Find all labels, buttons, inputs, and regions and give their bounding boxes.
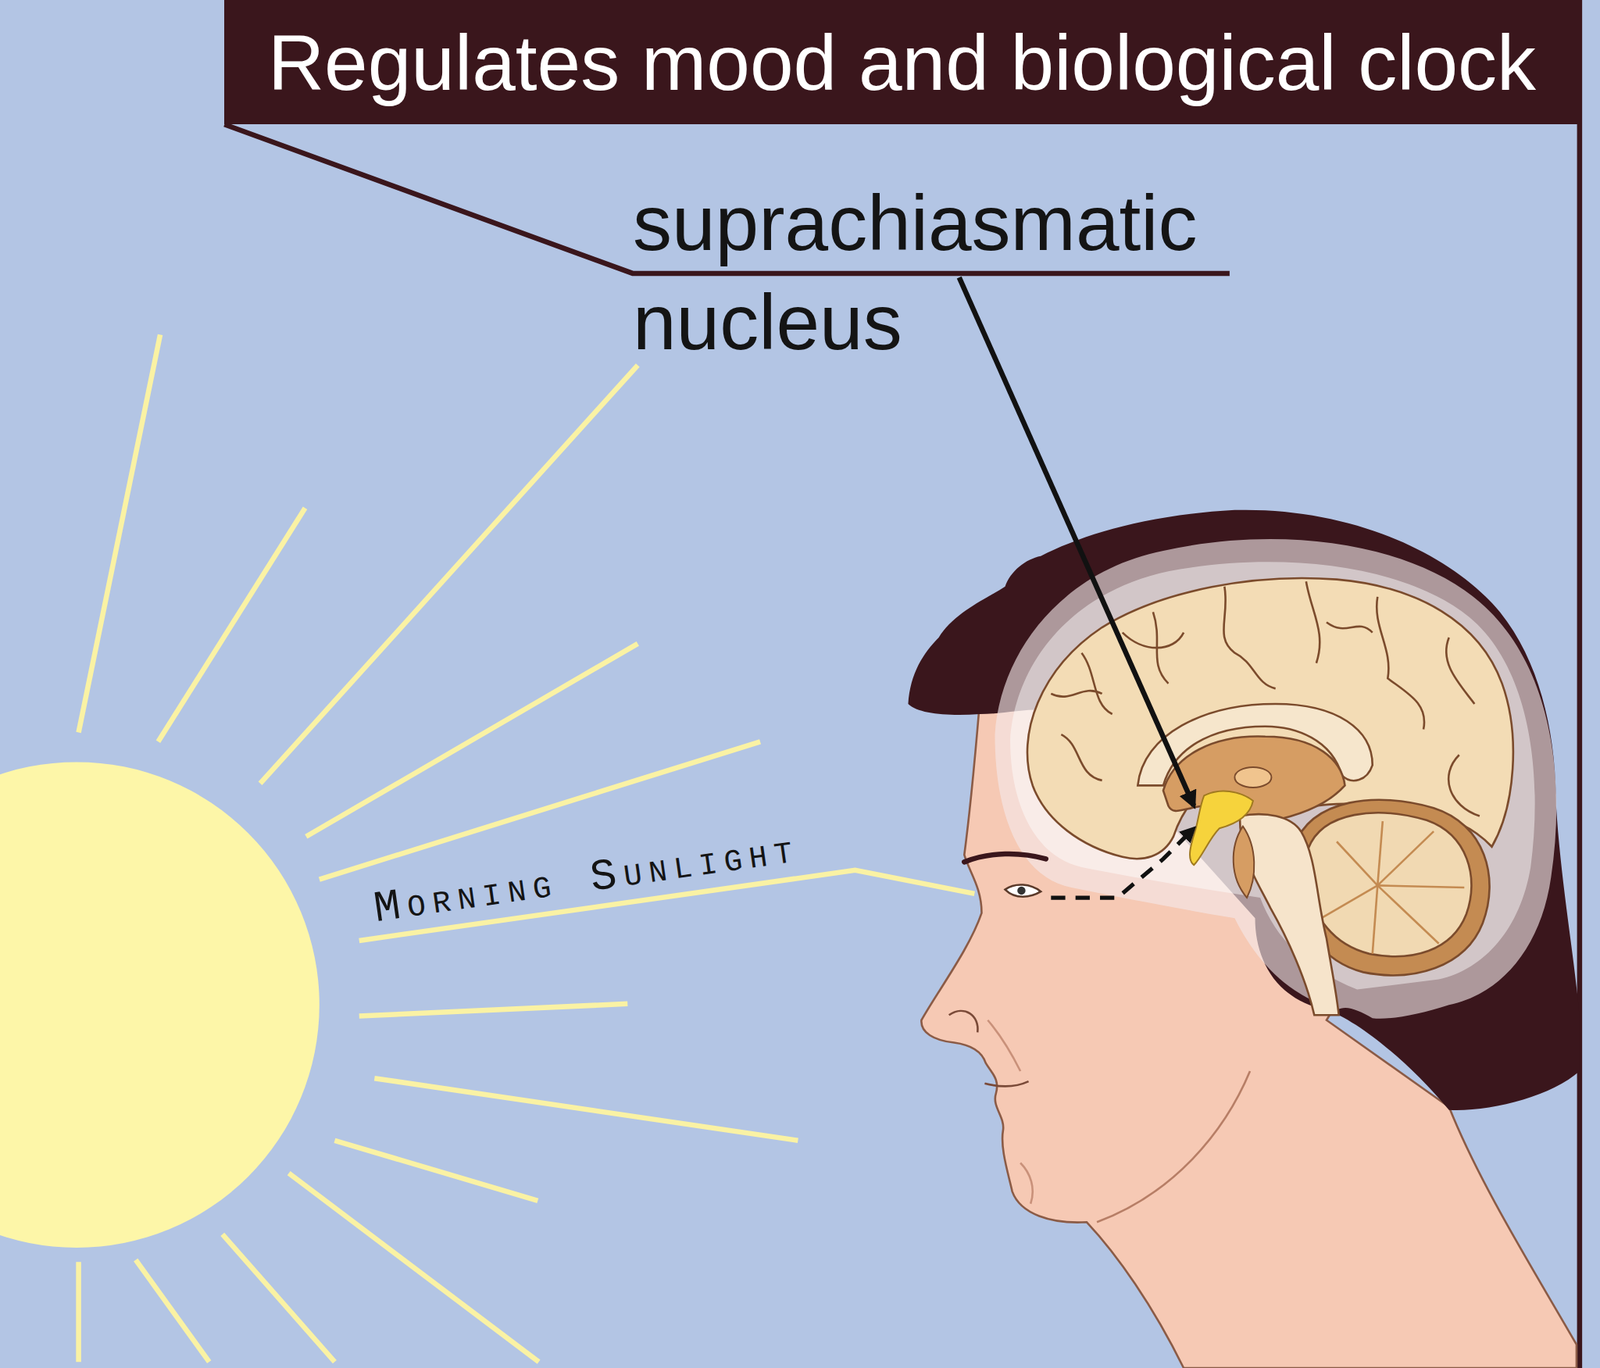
cerebellum-folia	[1321, 821, 1465, 954]
gyri	[1153, 611, 1169, 683]
face-skin	[921, 530, 1577, 1368]
head-figure	[907, 510, 1579, 1368]
gyri	[1060, 734, 1102, 781]
sun-rays	[157, 507, 305, 742]
gyri	[1326, 622, 1373, 633]
cerebellum-folia	[1377, 885, 1465, 888]
sun-rays	[78, 334, 161, 733]
diencephalon	[1163, 736, 1345, 823]
thalamus	[1234, 767, 1272, 788]
eye	[1005, 884, 1042, 897]
sun-rays	[135, 1260, 210, 1363]
jaw-line	[1096, 1071, 1250, 1222]
gyri	[1446, 637, 1475, 704]
hair	[907, 510, 1579, 1111]
skull-bone	[1010, 561, 1536, 990]
gyri	[1376, 596, 1425, 730]
cerebellum	[1307, 812, 1472, 957]
sun-rays	[306, 643, 638, 837]
cerebellum-folia	[1372, 885, 1379, 954]
nostril	[949, 1010, 979, 1033]
sun	[0, 761, 320, 1248]
sun-rays	[222, 1234, 336, 1362]
eyebrow	[964, 853, 1046, 862]
gyri	[1050, 690, 1102, 697]
sun-rays	[334, 1140, 538, 1201]
cerebellum-folia	[1377, 831, 1434, 886]
pons	[1233, 826, 1255, 898]
pupil	[1017, 886, 1025, 895]
cheek-line	[987, 1020, 1021, 1072]
sun	[0, 761, 320, 1248]
chin-line	[1020, 1163, 1033, 1204]
sun-rays	[374, 1078, 798, 1141]
light-path-arrow	[1050, 828, 1194, 898]
title-text: Regulates mood and biological clock	[267, 19, 1536, 106]
frame-line	[1577, 0, 1583, 1368]
cerebellum-folia	[1377, 885, 1439, 943]
cerebellum-folia	[1336, 841, 1378, 886]
structure-label: suprachiasmatic nucleus	[632, 173, 1258, 372]
sun-rays	[75, 1261, 82, 1362]
gyri	[1122, 632, 1184, 649]
gyri	[1050, 581, 1480, 816]
cerebellum-folia	[1321, 885, 1378, 918]
gyri	[1223, 586, 1275, 690]
mouth	[984, 1081, 1029, 1086]
cerebellum-folia	[1377, 821, 1383, 886]
sun-rays	[289, 1173, 540, 1363]
title-banner: Regulates mood and biological clock	[224, 0, 1580, 125]
hypothalamus	[1189, 791, 1254, 866]
sun-rays	[78, 334, 975, 1362]
pointer-arrow	[959, 277, 1194, 806]
gyri	[1448, 754, 1480, 816]
sun-rays	[260, 364, 638, 783]
brain	[1027, 578, 1514, 1015]
face-details	[949, 853, 1047, 1204]
gyri	[1081, 653, 1112, 715]
skull-halo	[994, 539, 1557, 1019]
sun-rays	[359, 1003, 629, 1017]
gyri	[1306, 581, 1320, 663]
brainstem	[1239, 814, 1340, 1015]
